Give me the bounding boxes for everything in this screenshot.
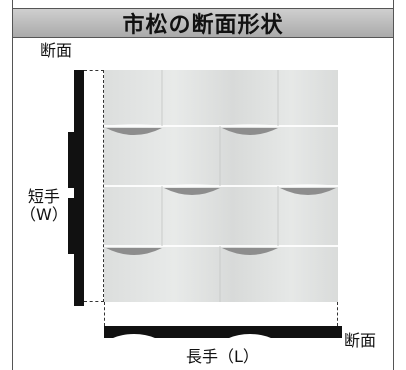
long-side-label: 長手（L） — [186, 347, 259, 366]
right-section-label: 断面 — [344, 331, 377, 350]
vertical-guide-edge — [103, 70, 104, 302]
horizontal-guide-dashes — [104, 302, 338, 326]
top-section-label: 断面 — [40, 41, 73, 60]
diagram-frame — [12, 0, 394, 370]
vertical-cross-section-profile — [68, 70, 84, 306]
short-side-text: 短手 — [27, 187, 60, 206]
vertical-guide-dashes — [84, 70, 104, 302]
horizontal-cross-section-profile — [104, 326, 342, 348]
tile-relief — [104, 70, 338, 302]
short-side-code: （W） — [20, 204, 68, 224]
short-side-label: 短手 （W） — [20, 188, 68, 223]
page-title: 市松の断面形状 — [122, 13, 284, 38]
title-bar: 市松の断面形状 — [12, 8, 394, 38]
checkered-tile-image — [104, 70, 338, 302]
